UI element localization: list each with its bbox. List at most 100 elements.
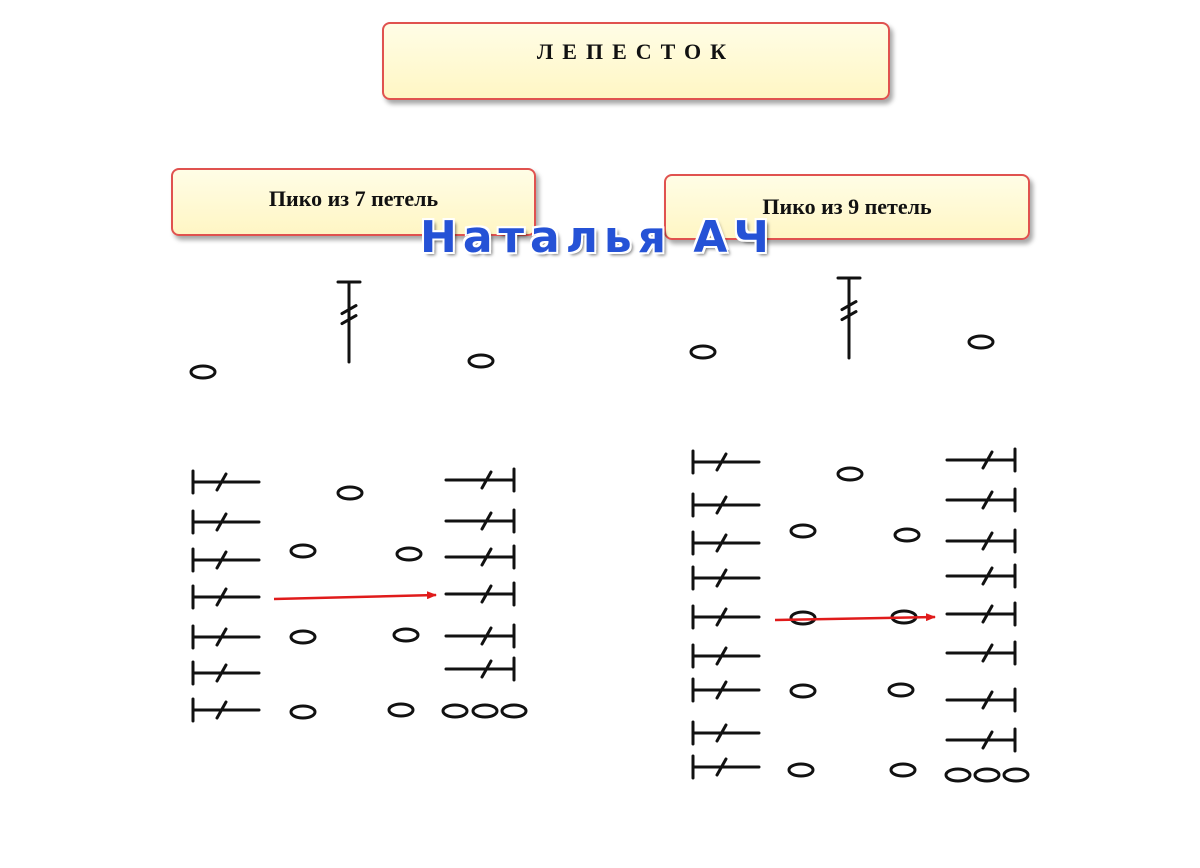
stitch-slash [715,495,728,515]
stitch-slash [981,490,994,510]
stitch-slash [981,690,994,710]
chain-stitch-symbol [471,703,499,719]
chain-stitch-symbol [893,527,921,543]
stitch-slash [340,304,358,316]
single-crochet-symbol [945,487,1017,513]
chain-stitch-symbol [289,543,317,559]
stitch-slash [480,626,493,646]
stitch-slash [215,587,228,607]
single-crochet-symbol [444,467,516,493]
stitch-slash [480,584,493,604]
chain-stitch-symbol [395,546,423,562]
chain-stitch-symbol [787,762,815,778]
chain-stitch-symbol [973,767,1001,783]
stitch-slash [840,300,858,312]
chain-stitch-symbol [944,767,972,783]
chain-stitch-symbol [1002,767,1030,783]
single-crochet-symbol [945,687,1017,713]
stitch-slash [981,566,994,586]
single-crochet-symbol [691,677,761,703]
picot-7-label-box: Пико из 7 петель [171,168,536,236]
single-crochet-symbol [191,697,261,723]
watermark: Наталья АЧ [420,212,775,263]
treble-crochet-symbol [336,280,362,364]
stitch-slash [715,452,728,472]
stitch-slash [215,472,228,492]
single-crochet-symbol [191,469,261,495]
chain-stitch-symbol [789,683,817,699]
picot-7-label: Пико из 7 петель [268,186,439,211]
chain-stitch-symbol [789,523,817,539]
stitch-slash [715,757,728,777]
chain-stitch-symbol [836,466,864,482]
single-crochet-symbol [945,563,1017,589]
chain-stitch-symbol [889,762,917,778]
stitch-slash [215,663,228,683]
single-crochet-symbol [945,640,1017,666]
single-crochet-symbol [945,601,1017,627]
single-crochet-symbol [191,660,261,686]
single-crochet-symbol [691,530,761,556]
chain-stitch-symbol [500,703,528,719]
stitch-slash [480,511,493,531]
stitch-slash [215,550,228,570]
chain-stitch-symbol [189,364,217,380]
title-box: ЛЕПЕСТОК [382,22,890,100]
single-crochet-symbol [691,449,761,475]
chain-stitch-symbol [289,629,317,645]
stitch-slash [981,730,994,750]
single-crochet-symbol [444,508,516,534]
stitch-slash [840,310,858,322]
stitch-slash [715,607,728,627]
stitch-slash [715,680,728,700]
stitch-slash [981,531,994,551]
stitch-slash [340,314,358,326]
single-crochet-symbol [444,581,516,607]
picot-9-label: Пико из 9 петель [762,194,932,219]
single-crochet-symbol [444,623,516,649]
stitch-slash [715,533,728,553]
chain-stitch-symbol [789,610,817,626]
red-arrow [273,591,437,601]
single-crochet-symbol [945,528,1017,554]
chain-stitch-symbol [392,627,420,643]
stitch-slash [480,659,493,679]
chain-stitch-symbol [336,485,364,501]
single-crochet-symbol [444,656,516,682]
chain-stitch-symbol [387,702,415,718]
single-crochet-symbol [945,447,1017,473]
stitch-slash [215,512,228,532]
picot-9-label-box: Пико из 9 петель [664,174,1030,240]
chain-stitch-symbol [967,334,995,350]
title-text: ЛЕПЕСТОК [536,39,736,64]
single-crochet-symbol [691,604,761,630]
stitch-slash [981,643,994,663]
chain-stitch-symbol [467,353,495,369]
single-crochet-symbol [691,754,761,780]
single-crochet-symbol [444,544,516,570]
chain-stitch-symbol [441,703,469,719]
stitch-slash [480,470,493,490]
stitch-slash [981,604,994,624]
stitch-slash [715,646,728,666]
single-crochet-symbol [691,720,761,746]
single-crochet-symbol [191,509,261,535]
single-crochet-symbol [691,565,761,591]
stitch-slash [981,450,994,470]
single-crochet-symbol [191,624,261,650]
stitch-slash [215,627,228,647]
single-crochet-symbol [945,727,1017,753]
single-crochet-symbol [191,584,261,610]
red-arrow [774,613,936,622]
chain-stitch-symbol [689,344,717,360]
stitch-slash [715,568,728,588]
single-crochet-symbol [691,643,761,669]
chain-stitch-symbol [887,682,915,698]
chain-stitch-symbol [289,704,317,720]
stitch-slash [715,723,728,743]
single-crochet-symbol [191,547,261,573]
treble-crochet-symbol [836,276,862,360]
stitch-slash [215,700,228,720]
single-crochet-symbol [691,492,761,518]
